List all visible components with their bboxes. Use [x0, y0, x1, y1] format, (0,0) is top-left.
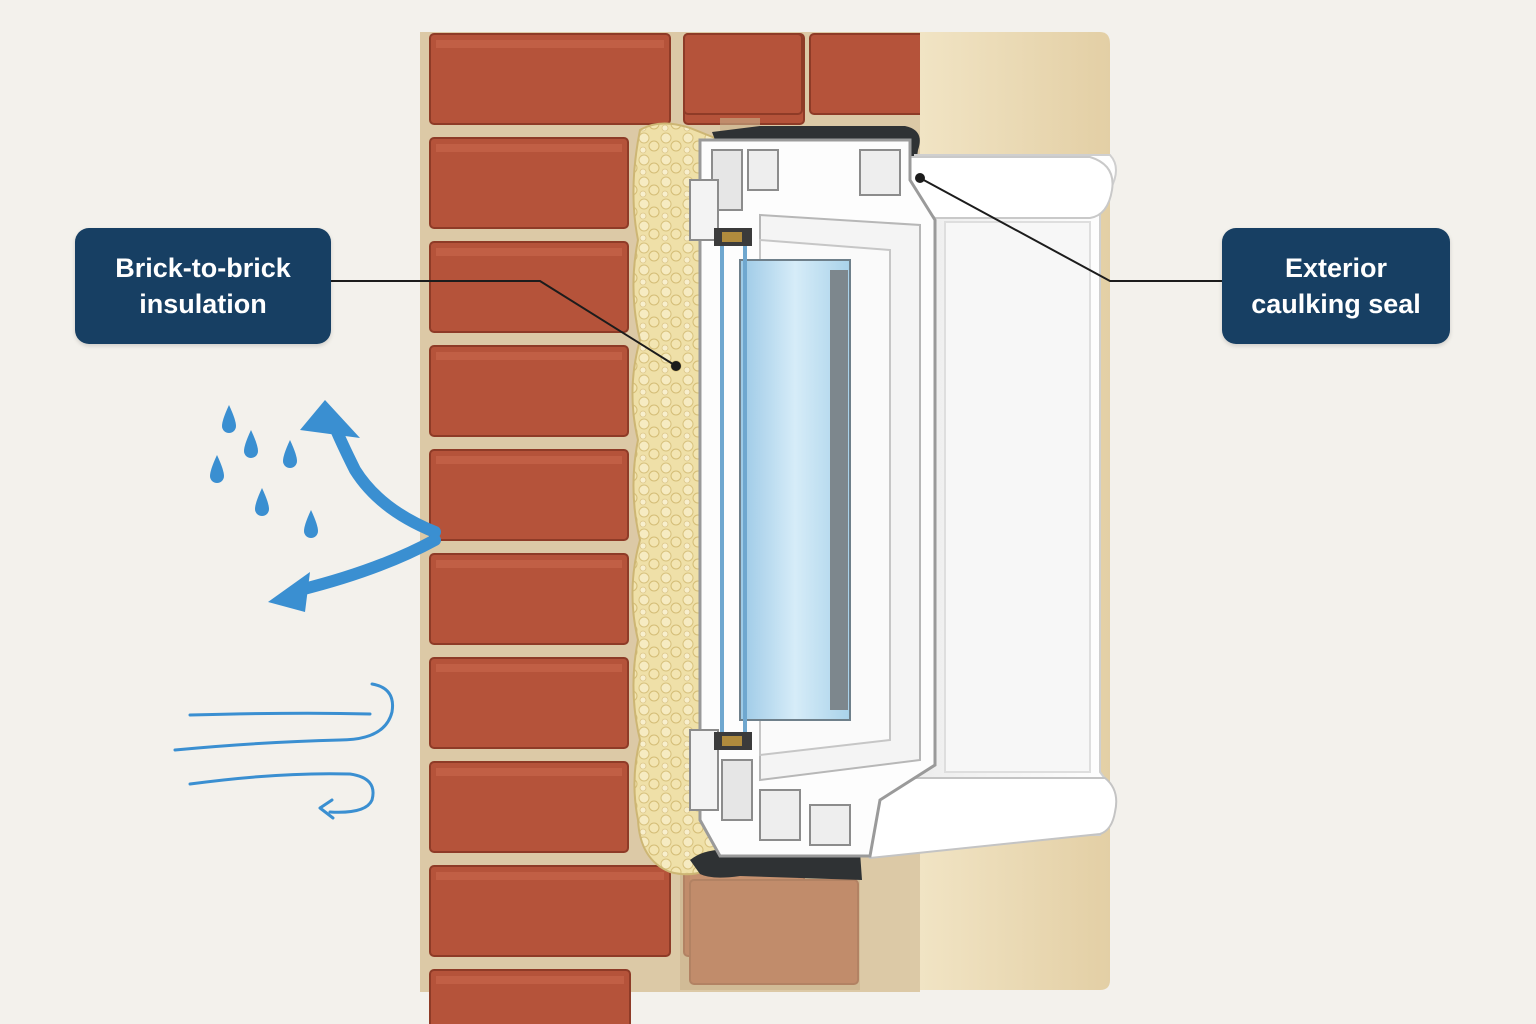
raindrop-icon [255, 488, 269, 516]
brick-highlight [436, 768, 622, 776]
raindrop-icon [304, 510, 318, 538]
brick [809, 33, 929, 115]
brick [429, 553, 629, 645]
leader-lines [331, 173, 1222, 371]
brick-highlight [436, 248, 622, 256]
brick-highlight [436, 560, 622, 568]
insulation-leader-dot [671, 361, 681, 371]
brick [429, 33, 671, 125]
brick-highlight [436, 40, 664, 48]
reveal-inner-panel [944, 221, 1091, 773]
raindrop-icons [210, 405, 318, 538]
raindrop-icon [222, 405, 236, 433]
brick-highlight [436, 872, 664, 880]
caulking-leader [919, 177, 1222, 282]
water-deflection-arrow-icon [268, 400, 441, 612]
brick-highlight [436, 456, 622, 464]
raindrop-icon [210, 455, 224, 483]
window-frame [689, 138, 937, 858]
insulation-leader [331, 280, 677, 367]
insulation-callout: Brick-to-brick insulation [75, 228, 331, 344]
caulking-callout: Exterior caulking seal [1222, 228, 1450, 344]
window-sill [849, 777, 1118, 860]
brick-highlight [436, 352, 622, 360]
brick [429, 865, 671, 957]
raindrop-icon [244, 430, 258, 458]
wind-icon [173, 682, 395, 820]
brick [429, 345, 629, 437]
brick [429, 657, 629, 749]
head-trim [904, 156, 1114, 219]
brick [429, 761, 629, 853]
raindrop-icon [283, 440, 297, 468]
brick-highlight [436, 144, 622, 152]
brick [429, 449, 629, 541]
brick [683, 33, 803, 115]
brick [429, 241, 629, 333]
caulking-leader-dot [915, 173, 925, 183]
brick [429, 137, 629, 229]
brick-highlight [436, 976, 624, 984]
brick-highlight [436, 664, 622, 672]
